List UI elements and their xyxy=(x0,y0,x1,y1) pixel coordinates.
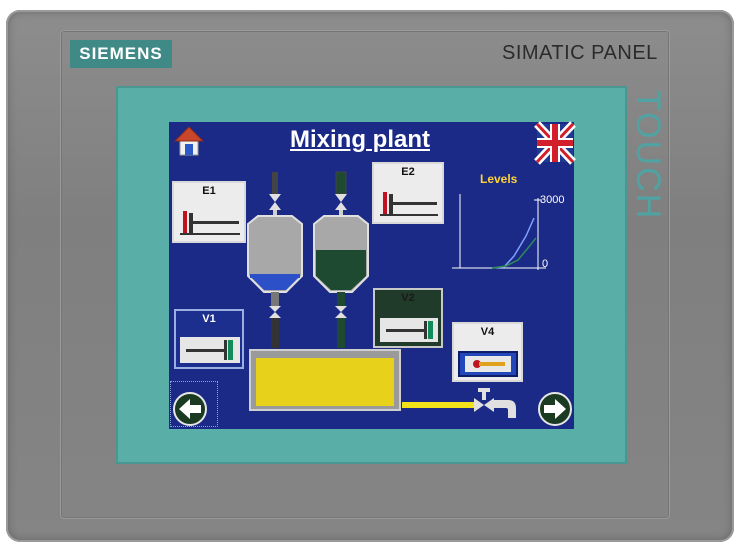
levels-chart-title: Levels xyxy=(480,172,518,186)
valve-v1-label: V1 xyxy=(202,313,216,325)
valve-v1-icon xyxy=(180,337,240,363)
valve-e2-icon xyxy=(380,192,438,216)
valve-v2-icon xyxy=(380,318,438,342)
levels-max-label: 3000 xyxy=(540,194,565,206)
back-arrow-icon[interactable] xyxy=(173,392,207,426)
forward-arrow-icon[interactable] xyxy=(538,392,572,426)
valve-v4-button[interactable]: V4 xyxy=(452,322,523,382)
valve-e2-label: E2 xyxy=(401,166,415,178)
language-flag-icon[interactable] xyxy=(534,121,576,165)
valve-v2-label: V2 xyxy=(401,292,415,304)
selection-outline xyxy=(170,381,218,427)
valve-e1-button[interactable]: E1 xyxy=(172,181,246,243)
levels-min-label: 0 xyxy=(542,258,549,270)
siemens-logo: SIEMENS xyxy=(70,40,172,68)
screen-title: Mixing plant xyxy=(290,126,430,153)
valve-v4-icon xyxy=(458,351,518,377)
tank-1 xyxy=(247,215,303,293)
touch-label: TOUCH xyxy=(629,90,667,221)
levels-chart xyxy=(452,194,546,270)
model-label: SIMATIC PANEL xyxy=(502,42,658,64)
home-icon[interactable] xyxy=(172,124,206,158)
valve-v2-button[interactable]: V2 xyxy=(373,288,443,348)
valve-e2-button[interactable]: E2 xyxy=(372,162,444,224)
level-series-green xyxy=(491,237,537,269)
valve-e1-label: E1 xyxy=(202,185,216,197)
bezel-inner-border xyxy=(60,30,670,519)
process-diagram xyxy=(247,171,516,418)
valve-v1-button[interactable]: V1 xyxy=(174,309,244,369)
level-series-blue xyxy=(491,217,535,269)
valve-v4-label: V4 xyxy=(480,326,495,338)
valve-e1-icon xyxy=(180,211,240,235)
